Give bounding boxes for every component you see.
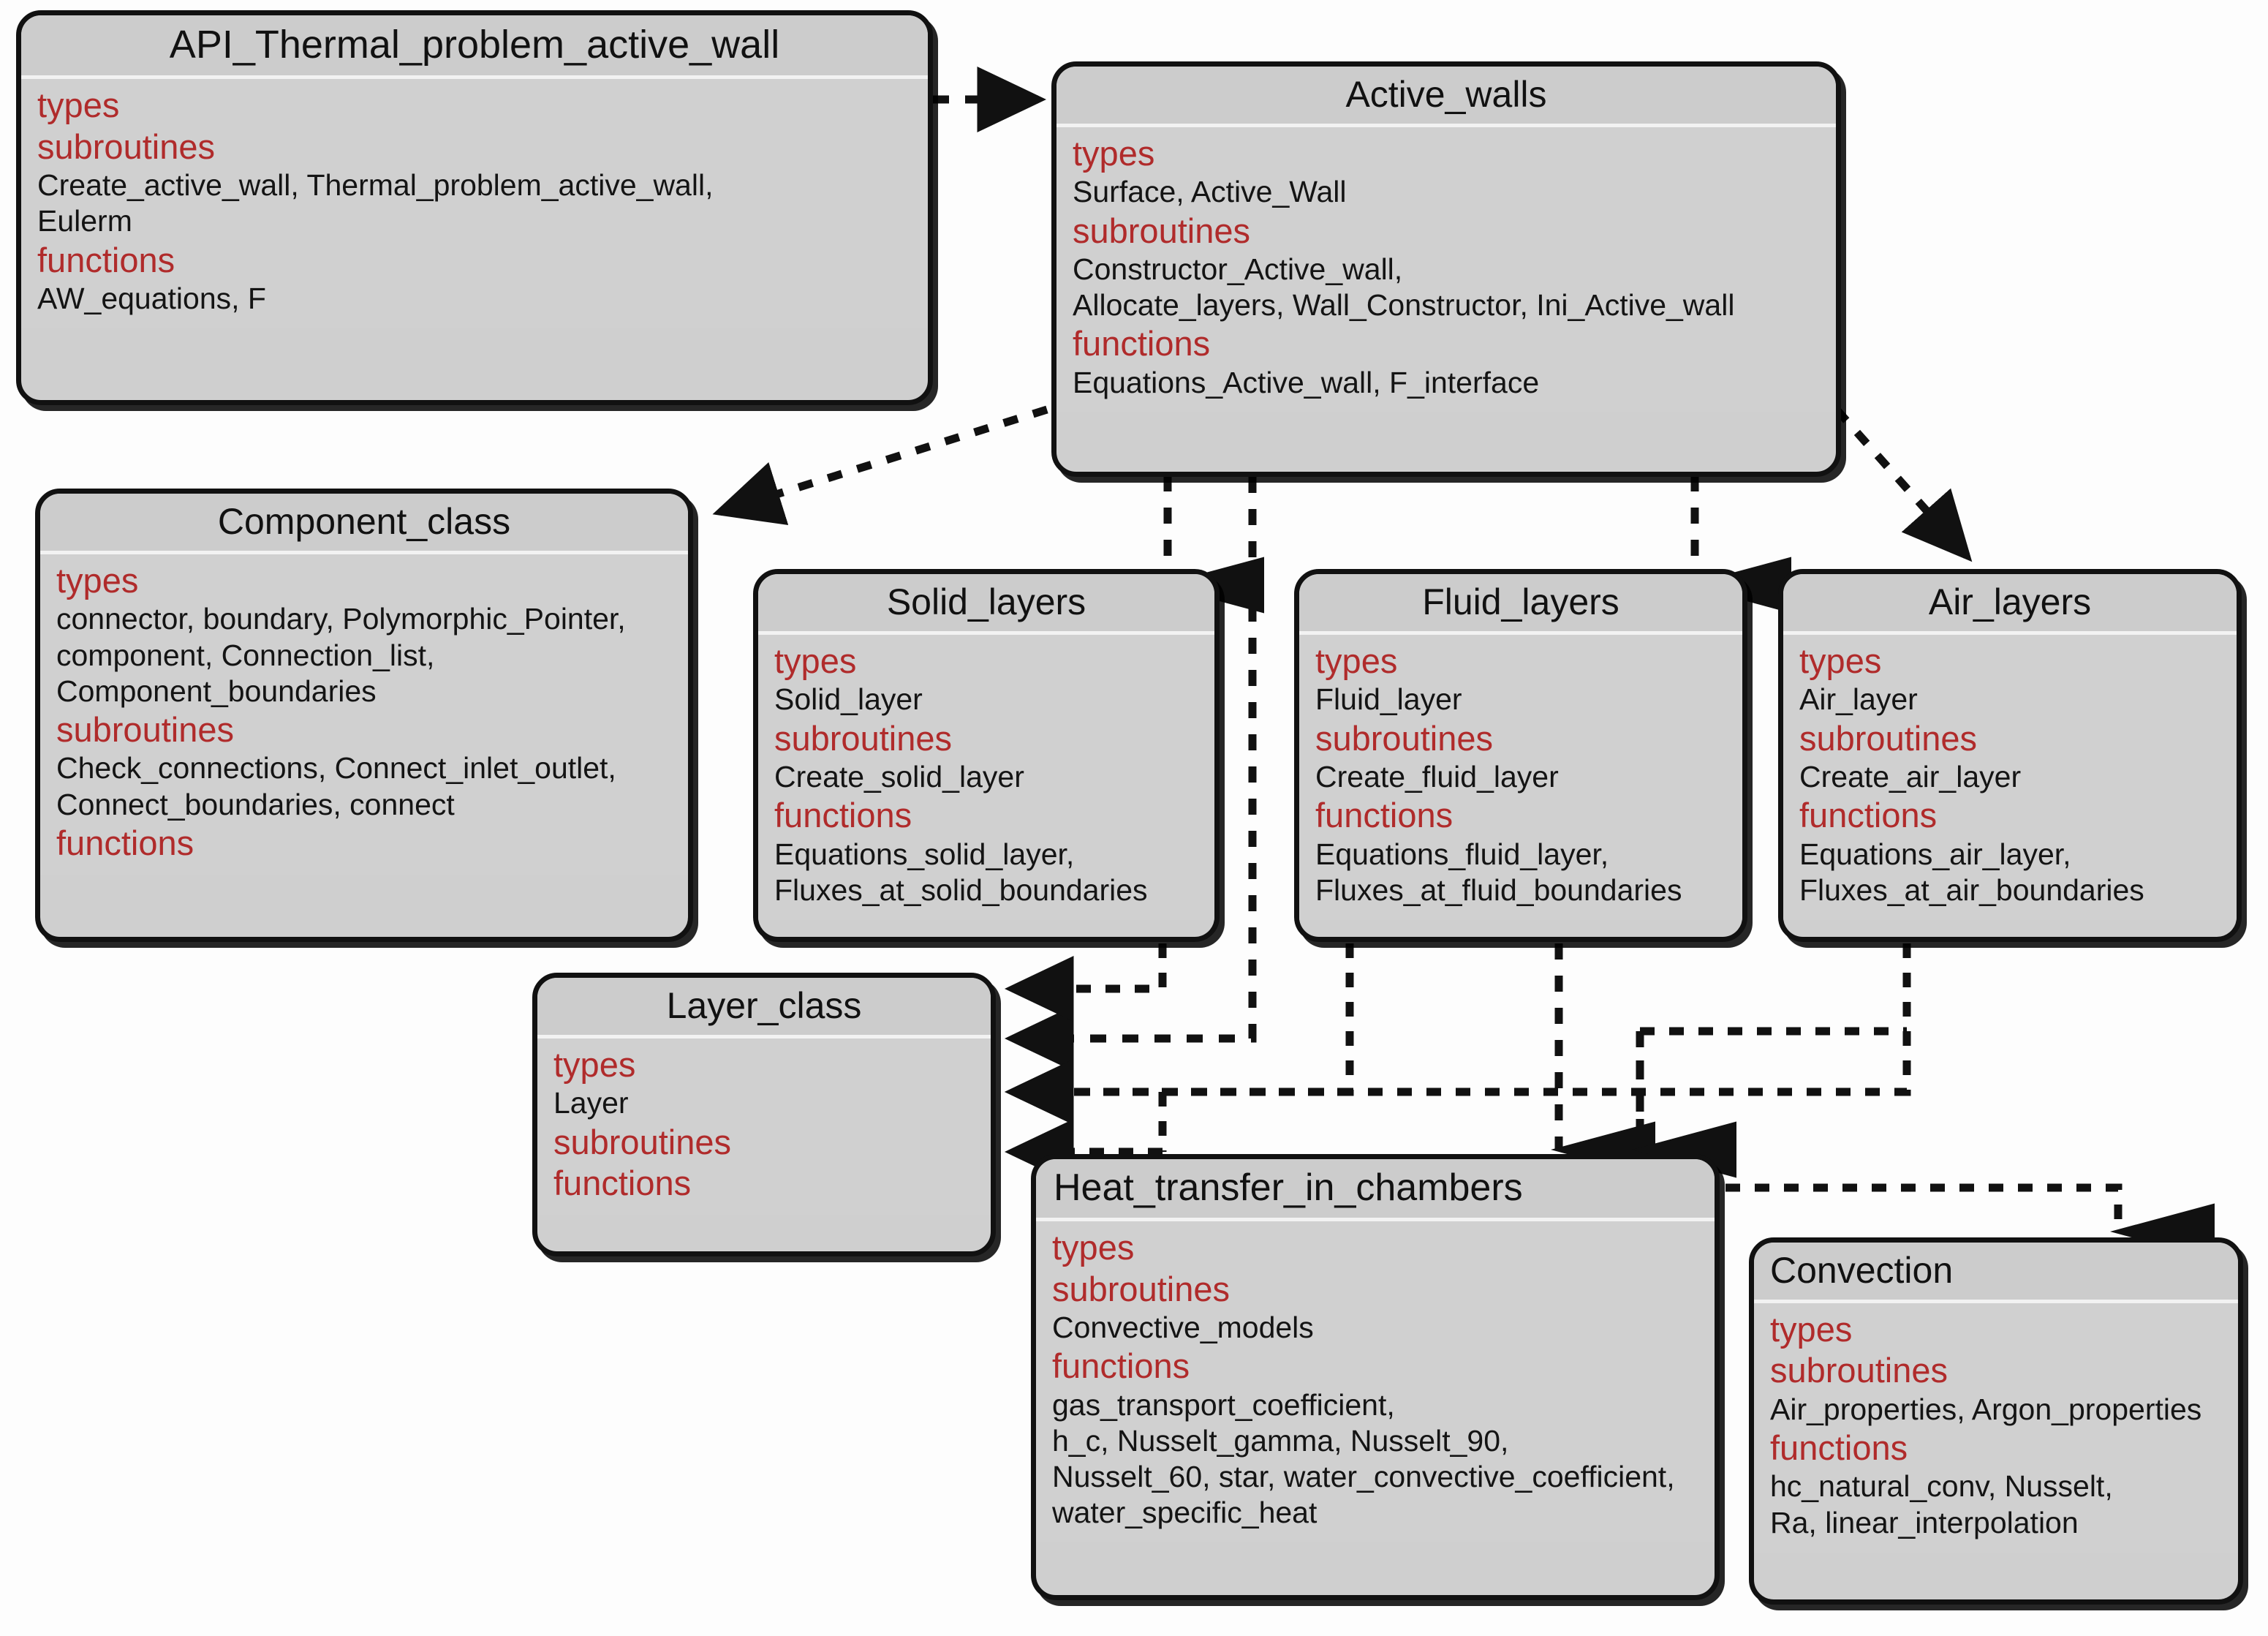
class-box-api-thermal-problem-active-wall[interactable]: API_Thermal_problem_active_wall types su… [16,10,933,405]
section-head-subroutines: subroutines [1315,718,1493,758]
section-item: Fluxes_at_fluid_boundaries [1315,872,1682,907]
class-body-active-walls: types Surface, Active_Wall subroutines C… [1056,127,1836,412]
class-title-component-class: Component_class [40,494,688,554]
section-item: component, Connection_list, [56,638,435,672]
connector-active-walls-to-air-layers [1833,407,1973,562]
section-item: Air_layer [1799,682,1918,717]
section-head-subroutines: subroutines [1799,718,1977,758]
section-head-types: types [774,641,857,680]
section-head-types: types [1052,1228,1135,1267]
class-title-heat-transfer: Heat_transfer_in_chambers [1036,1159,1715,1222]
section-head-types: types [56,561,139,600]
section-item: Allocate_layers, Wall_Constructor, Ini_A… [1073,288,1735,323]
section-item: Component_boundaries [56,674,377,708]
class-box-component-class[interactable]: Component_class types connector, boundar… [35,489,693,942]
section-item: Air_properties, Argon_properties [1770,1392,2202,1426]
class-body-air-layers: types Air_layer subroutines Create_air_l… [1783,635,2237,920]
section-head-functions: functions [774,796,912,835]
section-head-subroutines: subroutines [1770,1351,1948,1390]
class-box-air-layers[interactable]: Air_layers types Air_layer subroutines C… [1778,569,2242,942]
section-head-functions: functions [1315,796,1454,835]
section-item: Surface, Active_Wall [1073,175,1347,209]
class-body-layer-class: types Layer subroutines functions [537,1038,991,1216]
section-head-functions: functions [56,823,194,862]
section-item: Equations_fluid_layer, [1315,837,1609,871]
section-head-functions: functions [1073,324,1211,363]
section-item: Convective_models [1052,1311,1314,1345]
class-title-solid-layers: Solid_layers [758,574,1214,635]
section-item: Equations_solid_layer, [774,837,1075,871]
class-body-fluid-layers: types Fluid_layer subroutines Create_flu… [1299,635,1742,920]
class-body-component-class: types connector, boundary, Polymorphic_P… [40,554,688,876]
section-item: water_specific_heat [1052,1496,1318,1530]
section-head-subroutines: subroutines [37,127,215,166]
section-item: gas_transport_coefficient, [1052,1387,1395,1422]
section-item: Fluxes_at_air_boundaries [1799,872,2144,907]
section-item: Constructor_Active_wall, [1073,252,1403,286]
class-title-fluid-layers: Fluid_layers [1299,574,1742,635]
connector-fluid-layers-to-layer-class [1004,943,1354,1126]
class-body-solid-layers: types Solid_layer subroutines Create_sol… [758,635,1214,920]
class-title-api: API_Thermal_problem_active_wall [21,15,928,80]
section-item: Create_air_layer [1799,759,2022,794]
section-item: hc_natural_conv, Nusselt, [1770,1469,2113,1504]
section-item: Ra, linear_interpolation [1770,1505,2079,1539]
class-title-convection: Convection [1754,1243,2238,1303]
section-head-types: types [37,86,120,125]
section-item: Create_fluid_layer [1315,759,1559,794]
section-item: Equations_air_layer, [1799,837,2071,871]
section-head-subroutines: subroutines [553,1122,731,1161]
section-head-functions: functions [553,1163,692,1202]
class-title-air-layers: Air_layers [1783,574,2237,635]
section-item: Fluid_layer [1315,682,1462,717]
section-head-functions: functions [1799,796,1938,835]
class-box-active-walls[interactable]: Active_walls types Surface, Active_Wall … [1051,61,1841,477]
class-box-convection[interactable]: Convection types subroutines Air_propert… [1749,1237,2243,1605]
class-box-heat-transfer-in-chambers[interactable]: Heat_transfer_in_chambers types subrouti… [1031,1154,1720,1600]
connector-active-walls-to-component-class [712,405,1048,526]
section-head-functions: functions [37,240,175,279]
section-item: Fluxes_at_solid_boundaries [774,872,1148,907]
class-body-convection: types subroutines Air_properties, Argon_… [1754,1303,2238,1553]
section-head-subroutines: subroutines [774,718,952,758]
section-item: Layer [553,1086,629,1120]
section-item: Nusselt_60, star, water_convective_coeff… [1052,1459,1675,1493]
section-item: Create_active_wall, Thermal_problem_acti… [37,168,714,203]
section-head-functions: functions [1770,1428,1908,1467]
section-head-types: types [1073,134,1155,173]
connector-air-layers-to-layer-class [1004,943,1911,1154]
class-box-layer-class[interactable]: Layer_class types Layer subroutines func… [532,973,996,1256]
class-body-api: types subroutines Create_active_wall, Th… [21,79,928,329]
class-body-heat-transfer: types subroutines Convective_models func… [1036,1221,1715,1543]
section-head-types: types [1799,641,1882,680]
section-item: h_c, Nusselt_gamma, Nusselt_90, [1052,1423,1509,1458]
connector-solid-layers-to-layer-class [1004,943,1167,1022]
connector-layer-class-fourth-inlet [1004,1092,1167,1185]
section-item: Eulerm [37,204,132,238]
section-head-subroutines: subroutines [1052,1269,1230,1308]
section-item: Solid_layer [774,682,923,717]
connector-heat-transfer-to-convection [1725,1183,2215,1260]
class-box-solid-layers[interactable]: Solid_layers types Solid_layer subroutin… [753,569,1220,942]
section-head-subroutines: subroutines [1073,211,1250,250]
section-head-functions: functions [1052,1346,1190,1386]
section-item: Create_solid_layer [774,759,1024,794]
class-box-fluid-layers[interactable]: Fluid_layers types Fluid_layer subroutin… [1294,569,1747,942]
section-item: Check_connections, Connect_inlet_outlet, [56,751,616,785]
section-head-types: types [553,1045,636,1084]
section-head-subroutines: subroutines [56,709,234,749]
section-head-types: types [1315,641,1398,680]
section-item: AW_equations, F [37,282,266,316]
section-item: Connect_boundaries, connect [56,787,455,821]
section-item: connector, boundary, Polymorphic_Pointer… [56,602,626,636]
class-title-active-walls: Active_walls [1056,67,1836,127]
section-head-types: types [1770,1310,1853,1349]
class-title-layer-class: Layer_class [537,978,991,1038]
section-item: Equations_Active_wall, F_interface [1073,365,1540,399]
